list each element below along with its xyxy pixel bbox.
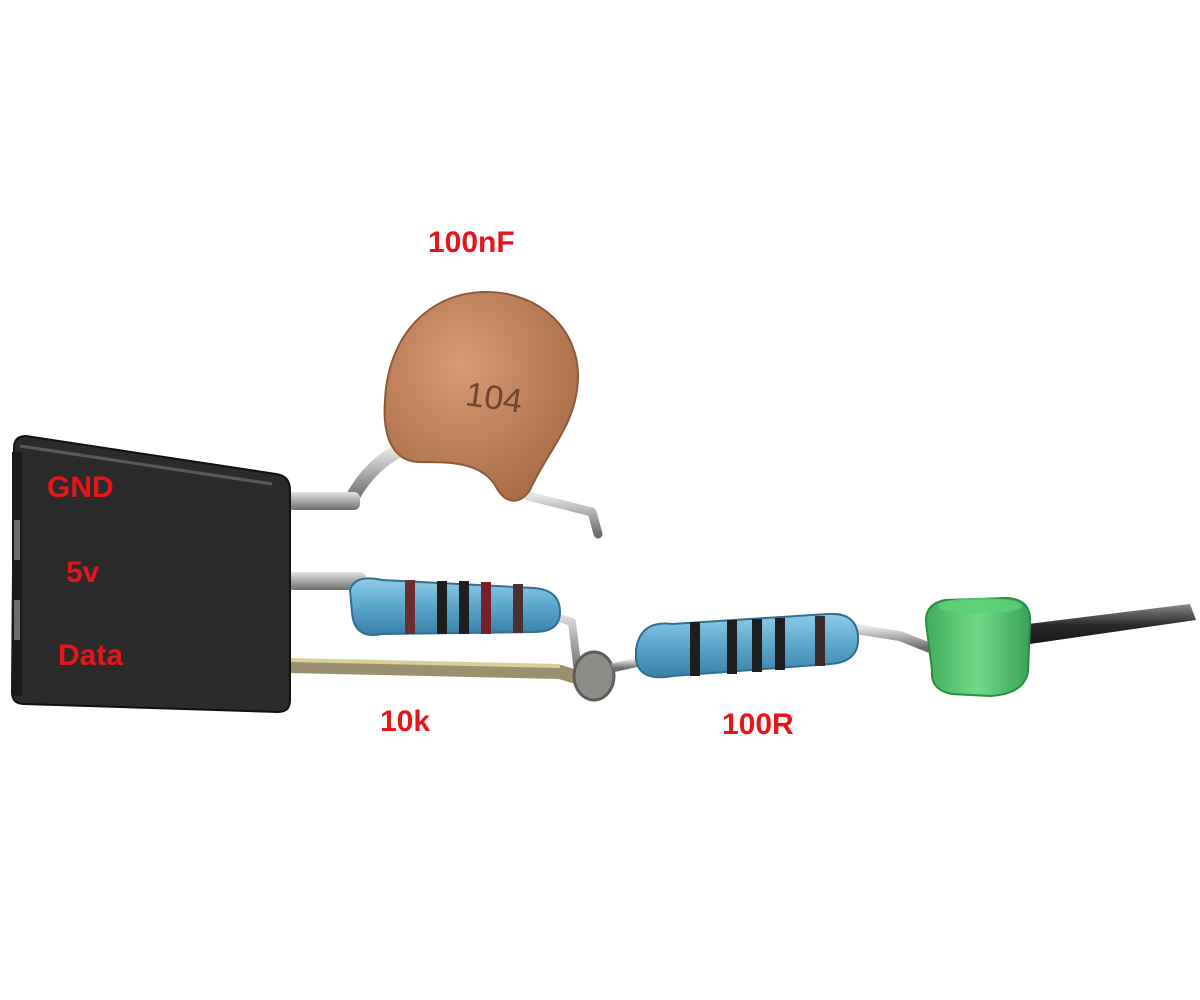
green-connector [924,596,1032,698]
resistor-100r [635,612,860,679]
ceramic-capacitor: 104 [345,290,603,539]
capacitor-marking: 104 [463,375,524,421]
temperature-sensor [10,434,291,714]
pin-label-data: Data [58,639,124,672]
header-pin [1012,604,1196,646]
resistor-100r-label: 100R [722,708,794,741]
resistor-100r-lead-right [843,623,935,653]
pin-label-gnd: GND [47,471,114,504]
capacitor-label: 100nF [428,226,515,259]
solder-joint [572,650,616,702]
pin-label-5v: 5v [66,556,100,589]
resistor-10k [348,577,562,636]
resistor-10k-label: 10k [380,705,431,738]
